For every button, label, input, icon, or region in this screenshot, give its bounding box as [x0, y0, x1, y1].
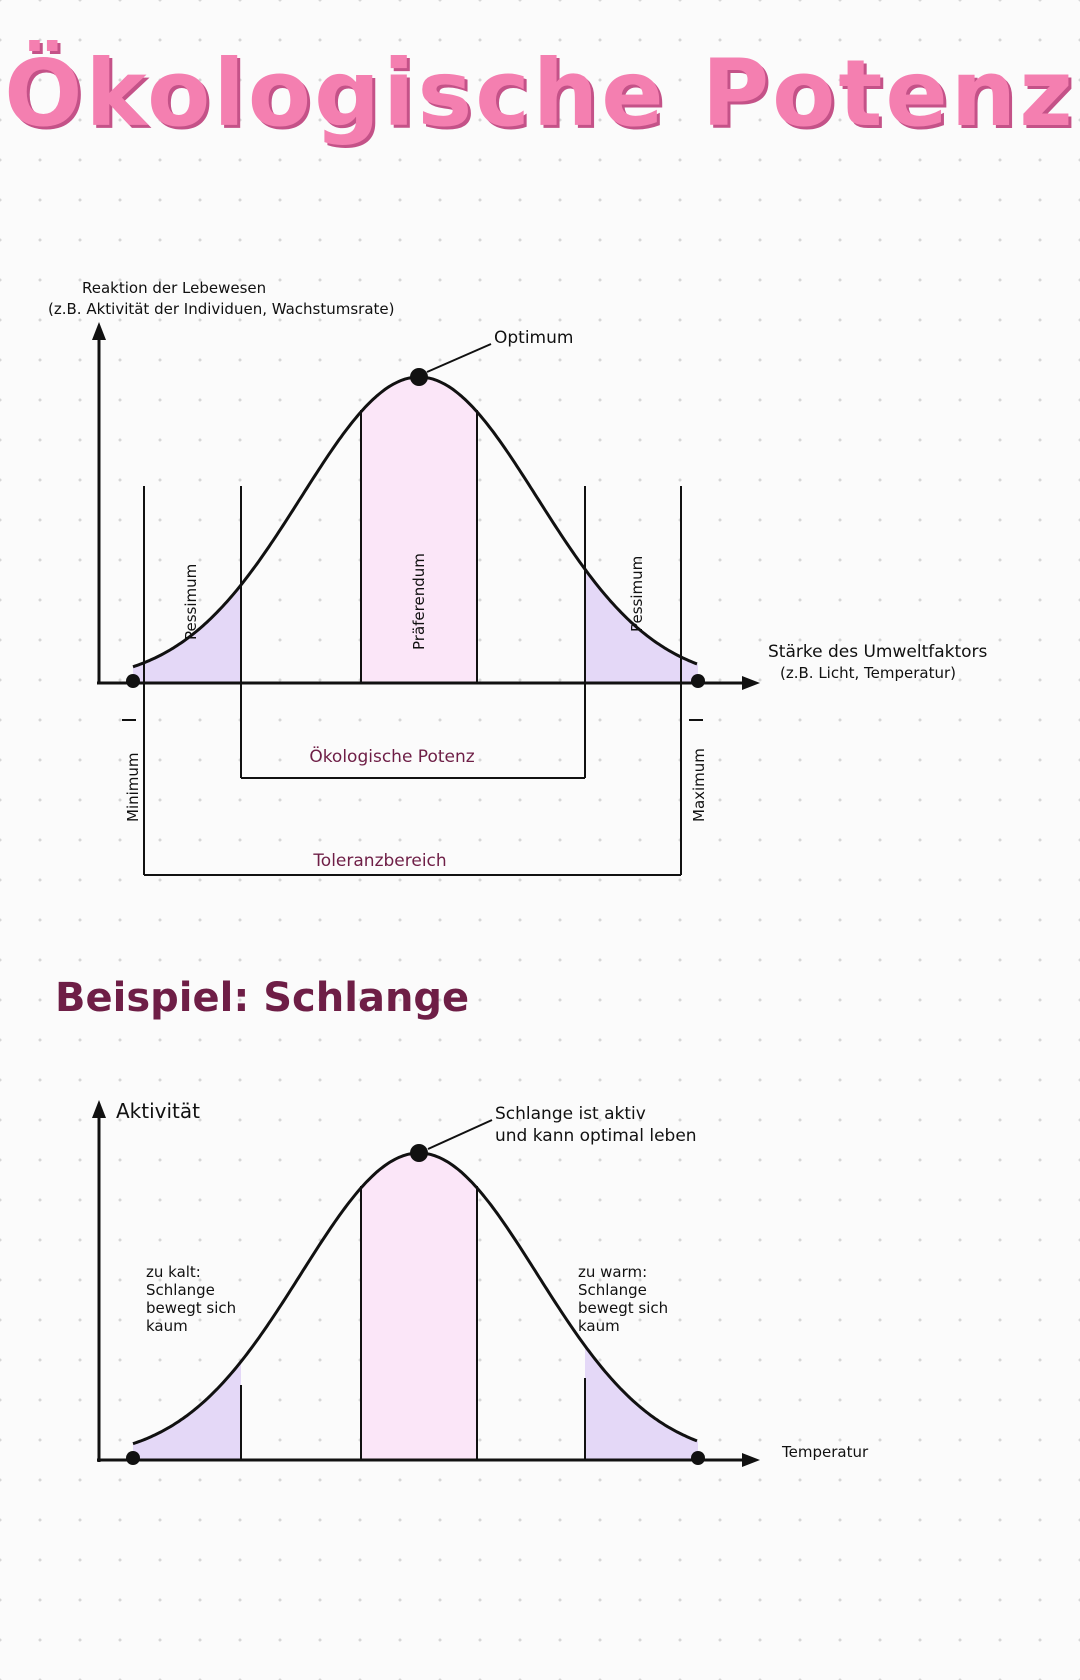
x-axis-arrow-2 [742, 1453, 760, 1467]
peak-note-line2: und kann optimal leben [495, 1126, 697, 1146]
optimal-area [361, 1153, 477, 1460]
start-point [126, 1451, 140, 1465]
end-point [691, 1451, 705, 1465]
y-axis-label-2: Aktivität [116, 1099, 200, 1123]
peak-note-line1: Schlange ist aktiv [495, 1104, 646, 1124]
pessimum-left-area [133, 584, 241, 683]
cold-note-line2: Schlange [146, 1281, 215, 1299]
warm-note-line3: bewegt sich [578, 1299, 668, 1317]
warm-note-line4: kaum [578, 1317, 620, 1335]
y-axis-label-line1: Reaktion der Lebewesen [82, 279, 266, 297]
minimum-label: Minimum [124, 752, 142, 822]
cold-note-line1: zu kalt: [146, 1263, 201, 1281]
x-axis-arrow [742, 676, 760, 690]
pessimum-left-label: Pessimum [182, 564, 200, 640]
toleranzbereich-label: Toleranzbereich [312, 851, 446, 871]
cold-note-line4: kaum [146, 1317, 188, 1335]
tolerance-diagram: Optimum Reaktion der Lebewesen (z.B. Akt… [48, 279, 988, 876]
y-axis-arrow-2 [92, 1100, 106, 1118]
optimum-point [410, 368, 428, 386]
warm-note-line1: zu warm: [578, 1263, 647, 1281]
example-heading: Beispiel: Schlange [55, 975, 470, 1021]
peak-point [410, 1144, 428, 1162]
pessimum-right-area [585, 569, 698, 683]
minimum-point [126, 674, 140, 688]
y-axis-label-line2: (z.B. Aktivität der Individuen, Wachstum… [48, 300, 395, 318]
x-axis-label-line1: Stärke des Umweltfaktors [768, 642, 988, 662]
maximum-point [691, 674, 705, 688]
too-warm-area [585, 1345, 698, 1460]
praeferendum-area [361, 377, 477, 683]
x-axis-label-line2: (z.B. Licht, Temperatur) [780, 664, 956, 682]
warm-note-line2: Schlange [578, 1281, 647, 1299]
x-axis-label-2: Temperatur [781, 1443, 869, 1461]
too-cold-area [133, 1361, 241, 1460]
praeferendum-label: Präferendum [410, 553, 428, 650]
pessimum-right-label: Pessimum [628, 556, 646, 632]
peak-leader-line [427, 1119, 493, 1150]
page-title: Ökologische Potenz [4, 40, 1076, 147]
optimum-label: Optimum [494, 328, 573, 348]
y-axis-arrow [92, 322, 106, 340]
optimum-leader-line [426, 343, 492, 373]
maximum-label: Maximum [690, 748, 708, 822]
cold-note-line3: bewegt sich [146, 1299, 236, 1317]
oekologische-potenz-label: Ökologische Potenz [309, 745, 474, 767]
